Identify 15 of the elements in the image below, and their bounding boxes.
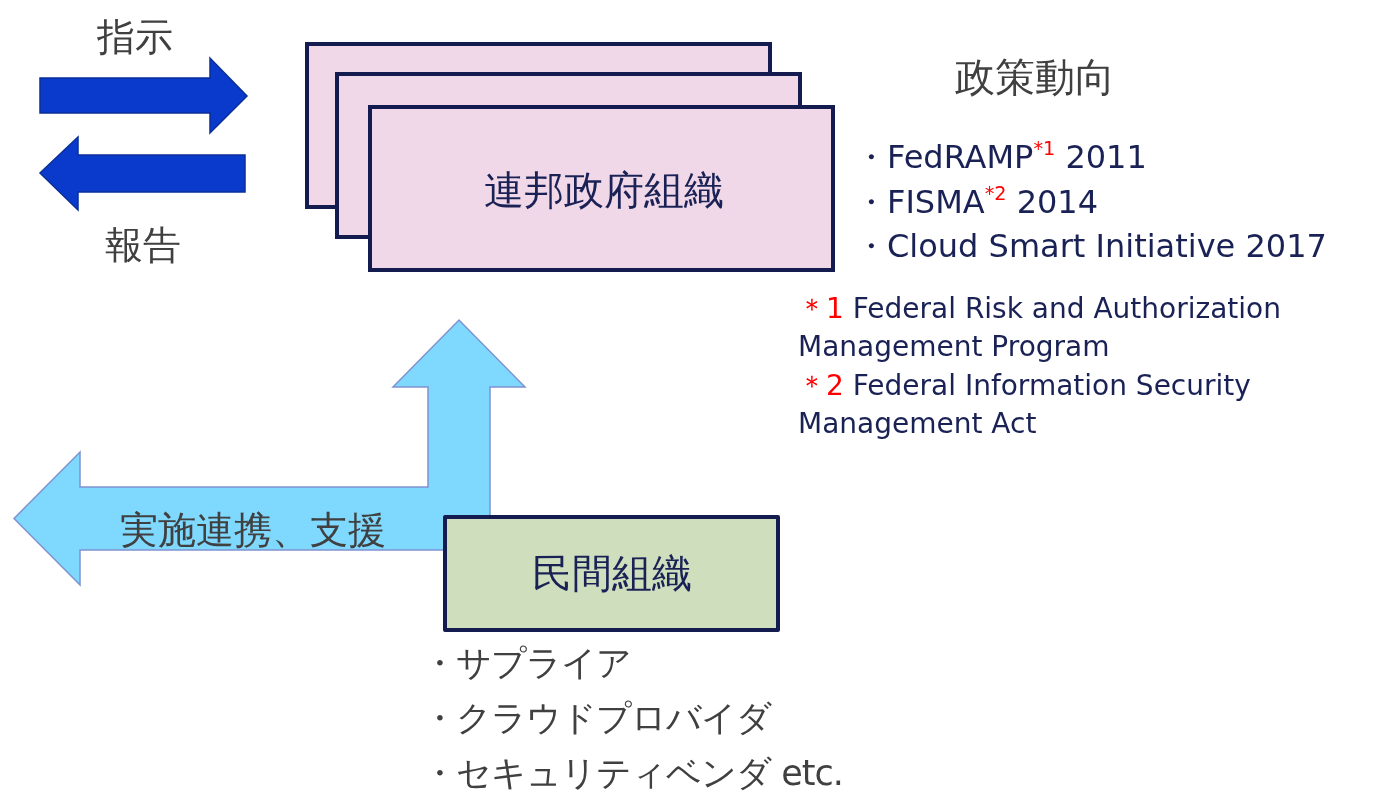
list-item: ・セキュリティベンダ etc.	[422, 752, 843, 795]
box-label: 連邦政府組織	[482, 166, 725, 215]
list-item: ・サプライア	[422, 642, 631, 685]
list-item: ・Cloud Smart Initiative 2017	[855, 226, 1327, 267]
footnote: ＊2 Federal Information Security Management Act	[798, 368, 1252, 442]
arrow-label: 報告	[105, 222, 181, 269]
process-box: 民間組織	[443, 515, 780, 632]
stacked-box	[305, 42, 835, 274]
heading: 政策動向	[955, 53, 1115, 102]
list-item: ・クラウドプロバイダ	[422, 697, 771, 740]
list-item: ・FedRAMP$^{*1}$ 2011	[855, 136, 1147, 178]
footnote: ＊1 Federal Risk and Authorization Management Program	[798, 291, 1282, 365]
edge-label: 実施連携、支援	[120, 507, 386, 554]
list-item: ・FISMA$^{*2}$ 2014	[855, 181, 1099, 223]
arrow-label: 指示	[97, 14, 173, 61]
